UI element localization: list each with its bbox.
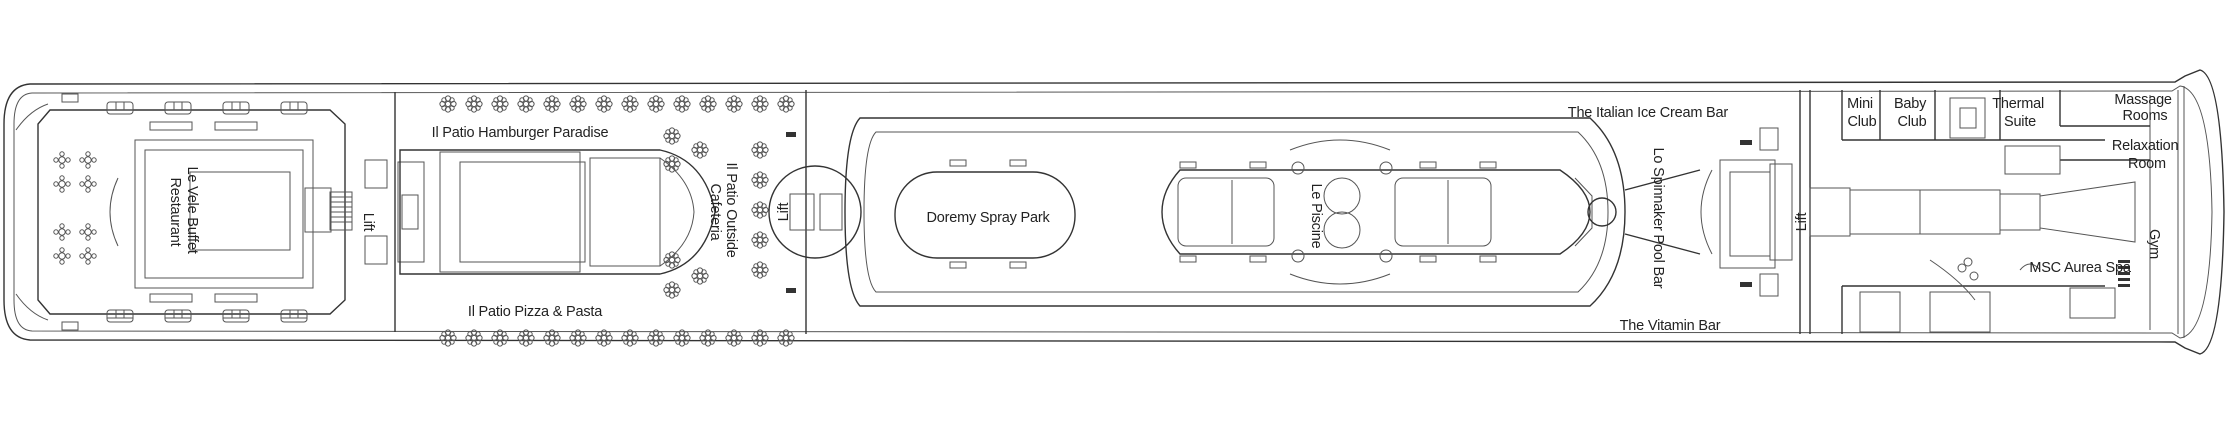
spa-and-clubs xyxy=(1809,90,2150,334)
label-massage-rooms: Massage Rooms xyxy=(2114,92,2175,124)
pool-deck xyxy=(844,117,1626,307)
mid-lift-lobby xyxy=(768,90,862,334)
label-baby-club: Baby Club xyxy=(1894,96,1930,130)
buffet-restaurant-area xyxy=(37,93,388,331)
label-doremy-spray-park: Doremy Spray Park xyxy=(926,210,1050,226)
forward-lift-lobby xyxy=(1759,90,1811,334)
buffet-counter-top xyxy=(149,121,258,303)
label-the-vitamin-bar: The Vitamin Bar xyxy=(1620,318,1721,334)
label-le-piscine: Le Piscine xyxy=(1308,184,1324,249)
forward-bars xyxy=(1624,140,1793,287)
il-patio-area xyxy=(399,95,795,347)
label-relaxation-room: Relaxation Room xyxy=(2112,138,2182,172)
pool-loungers xyxy=(949,159,1497,269)
patio-flower-tables-bottom xyxy=(439,329,795,347)
area-labels: Le Vele Buffet Restaurant Lift Il Patio … xyxy=(167,92,2182,334)
buffet-sofas xyxy=(106,101,308,323)
label-gym: Gym xyxy=(2146,229,2162,259)
gym-equipment xyxy=(2118,260,2130,287)
label-thermal-suite: Thermal Suite xyxy=(1992,96,2048,130)
label-lift-fwd: Lift xyxy=(1794,213,1810,232)
buffet-tables xyxy=(53,151,97,265)
label-lift-aft: Lift xyxy=(360,213,376,232)
label-le-vele-buffet: Le Vele Buffet Restaurant xyxy=(167,166,200,257)
label-il-patio-outside: Il Patio Outside Cafeteria xyxy=(707,163,739,262)
label-italian-ice-cream-bar: The Italian Ice Cream Bar xyxy=(1568,105,1729,121)
label-il-patio-hamburger: Il Patio Hamburger Paradise xyxy=(432,125,609,141)
label-msc-aurea-spa: MSC Aurea Spa xyxy=(2029,260,2132,276)
label-il-patio-pizza: Il Patio Pizza & Pasta xyxy=(468,304,603,320)
label-lift-mid: Lift xyxy=(776,203,792,222)
label-mini-club: Mini Club xyxy=(1847,96,1877,130)
label-lo-spinnaker-pool-bar: Lo Spinnaker Pool Bar xyxy=(1650,148,1666,289)
aft-lift-lobby xyxy=(394,92,425,332)
patio-flower-tables-top xyxy=(439,95,795,113)
ship-hull xyxy=(3,69,2225,355)
